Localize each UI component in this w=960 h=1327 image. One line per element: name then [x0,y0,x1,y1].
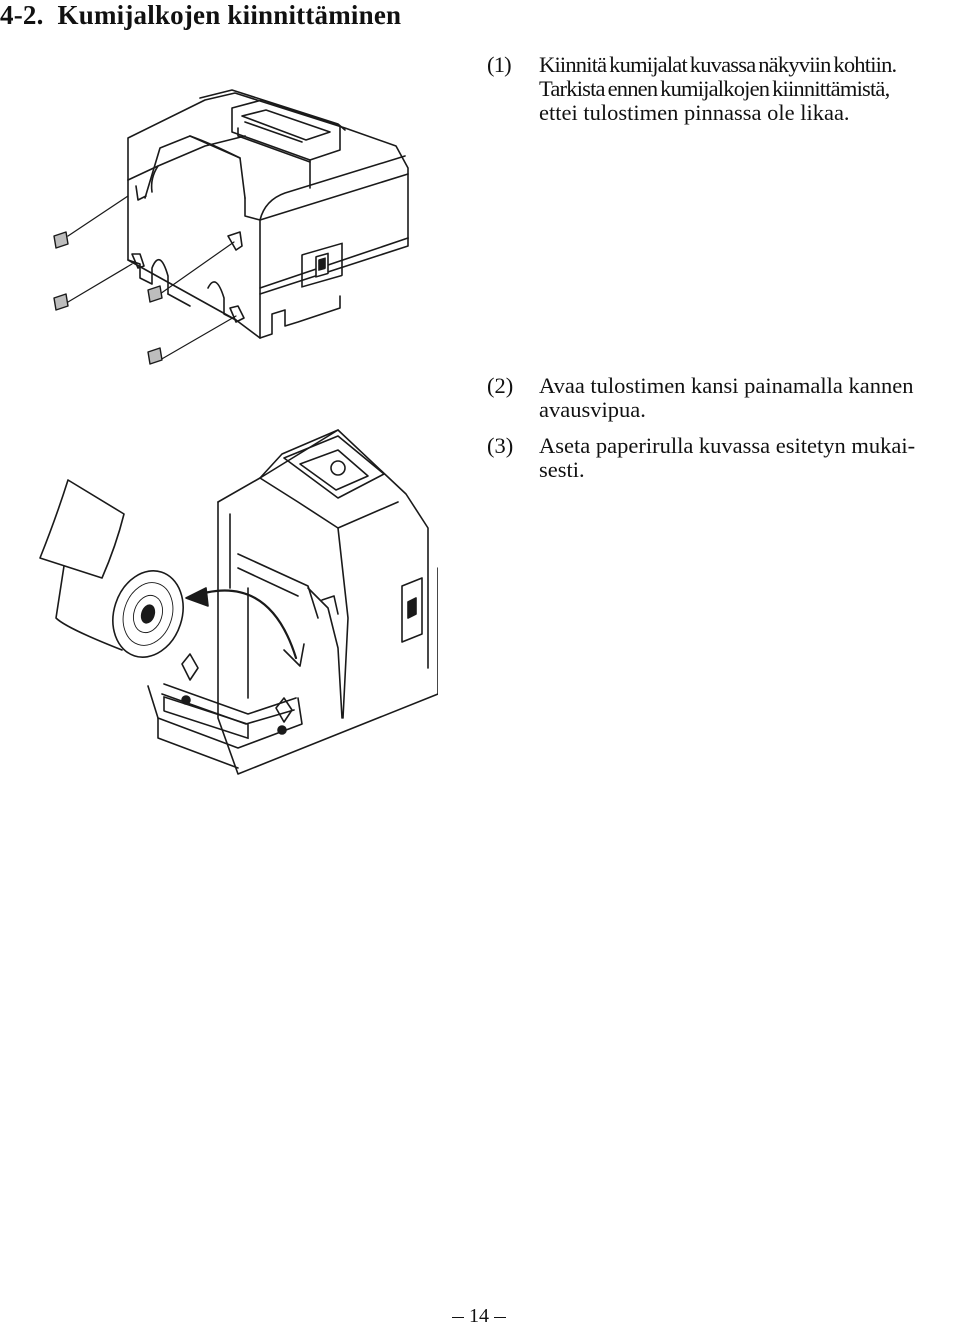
step-1-line-1: (1)Kiinnitä kumijalat kuvassa näkyviin k… [487,52,897,77]
step-1-marker: (1) [487,52,512,77]
step-3: (3)Aseta paperirulla kuvassa esitetyn mu… [487,434,960,482]
step-2-line-1: (2)Avaa tulostimen kansi painamalla kann… [487,373,914,398]
step-2: (2)Avaa tulostimen kansi painamalla kann… [487,374,960,422]
footer-dash-left [452,1317,464,1318]
page-footer: 14 [0,1305,960,1327]
rubber-feet-illustration [53,89,409,365]
step-2-line-2: avausvipua. [539,397,646,422]
page-number: 14 [469,1305,489,1327]
step-3-line-1: (3)Aseta paperirulla kuvassa esitetyn mu… [487,433,916,458]
footer-dash-right [494,1317,506,1318]
section-title: Kumijalkojen kiinnittäminen [57,0,402,30]
step-2-marker: (2) [487,373,514,398]
section-heading: 4-2. Kumijalkojen kiinnittäminen [0,0,401,30]
step-1-line-3: ettei tulostimen pinnassa ole likaa. [539,100,850,125]
step-3-marker: (3) [487,433,514,458]
step-1: (1)Kiinnitä kumijalat kuvassa näkyviin k… [487,53,960,125]
section-number: 4-2. [0,0,44,30]
paper-roll-loading-illustration [39,429,438,775]
step-3-line-2: sesti. [539,457,585,482]
step-1-line-2: Tarkista ennen kumijalkojen kiinnittämis… [539,76,890,101]
